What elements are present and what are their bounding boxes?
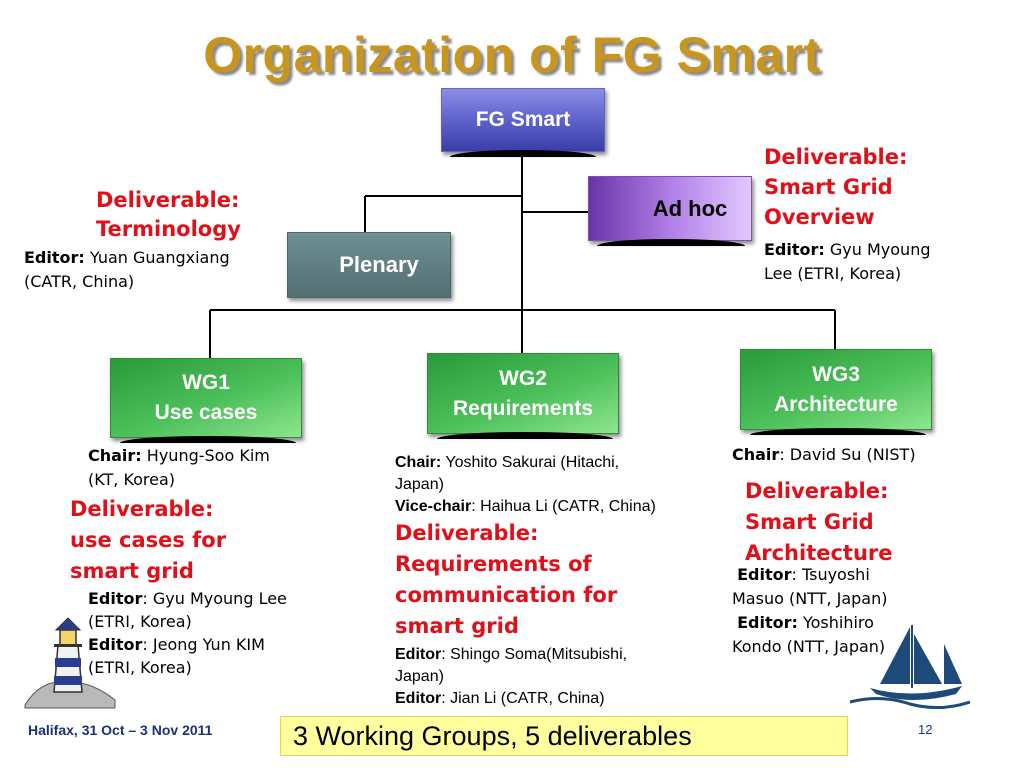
chair-name: Hyung-Soo Kim	[146, 446, 270, 465]
deliverable-heading: Deliverable:	[395, 521, 539, 545]
wg2-box: WG2 Requirements	[427, 353, 619, 434]
deliverable-heading: Deliverable:	[96, 188, 240, 212]
wg1-shelf	[120, 436, 296, 443]
deliverable-heading: Deliverable:	[764, 145, 908, 169]
wg3-deliverable: Deliverable: Smart Grid Architecture	[745, 476, 893, 569]
wg2-deliverable: Deliverable: Requirements of communicati…	[395, 518, 617, 642]
wg1-box: WG1 Use cases	[110, 358, 302, 438]
editor-name: : Shingo Soma(Mitsubishi,	[441, 646, 628, 663]
deliverable-heading: Deliverable:	[70, 497, 214, 521]
sailboat-icon	[850, 625, 970, 709]
deliverable-title-line1: use cases for	[70, 528, 227, 552]
chair-name: Yoshito Sakurai (Hitachi,	[445, 454, 620, 471]
terminology-deliverable: Deliverable: Terminology	[96, 186, 241, 244]
editor-name: : Gyu Myoung Lee	[142, 589, 287, 608]
editor-name: Yoshihiro	[797, 613, 874, 632]
wg1-sublabel: Use cases	[154, 401, 258, 424]
editor-label: Editor	[88, 589, 143, 608]
editor-label: Editor:	[764, 240, 825, 259]
plenary-box: Plenary	[287, 232, 451, 298]
wg2-sublabel: Requirements	[452, 396, 594, 420]
summary-banner: 3 Working Groups, 5 deliverables	[280, 716, 848, 756]
chair-org: Japan)	[395, 476, 444, 493]
wg2-editors: Editor: Shingo Soma(Mitsubishi, Japan) E…	[395, 644, 627, 710]
page-number: 12	[918, 722, 933, 737]
fg-smart-label: FG Smart	[475, 108, 571, 131]
deliverable-heading: Deliverable:	[745, 479, 889, 503]
wg3-editors: Editor: Tsuyoshi Masuo (NTT, Japan) Edit…	[732, 563, 887, 659]
editor-org: Lee (ETRI, Korea)	[764, 264, 902, 283]
plenary-label: Plenary	[339, 252, 419, 277]
editor-org: (ETRI, Korea)	[88, 612, 192, 631]
editor-label: Editor:	[24, 248, 85, 267]
editor-label: Editor	[737, 565, 792, 584]
wg3-shelf	[750, 428, 926, 435]
summary-text: 3 Working Groups, 5 deliverables	[293, 720, 692, 751]
ad-hoc-shelf	[597, 239, 745, 246]
editor-name: Gyu Myoung	[829, 240, 931, 259]
editor-name: : Jeong Yun KIM	[142, 635, 265, 654]
editor-label: Editor	[395, 690, 442, 707]
wg3-box: WG3 Architecture	[740, 349, 932, 430]
deliverable-title-line3: smart grid	[395, 614, 519, 638]
editor-label: Editor	[395, 646, 442, 663]
chair-label: Chair:	[395, 454, 442, 471]
editor-label: Editor	[88, 635, 143, 654]
editor-name: : Jian Li (CATR, China)	[441, 690, 605, 707]
editor-org: Masuo (NTT, Japan)	[732, 589, 888, 608]
fg-smart-shelf	[450, 150, 596, 157]
deliverable-title-line1: Smart Grid	[745, 510, 874, 534]
wg1-label: WG1	[182, 371, 230, 394]
editor-name: : Tsuyoshi	[791, 565, 870, 584]
deliverable-title-line1: Requirements of	[395, 552, 592, 576]
overview-editor: Editor: Gyu Myoung Lee (ETRI, Korea)	[764, 238, 930, 286]
deliverable-title-line2: smart grid	[70, 559, 194, 583]
lighthouse-icon	[24, 617, 116, 709]
editor-org: Japan)	[395, 668, 444, 685]
footer-meeting-info: Halifax, 31 Oct – 3 Nov 2011	[28, 722, 213, 738]
terminology-editor: Editor: Yuan Guangxiang (CATR, China)	[24, 246, 230, 294]
ad-hoc-box: Ad hoc	[588, 176, 752, 241]
wg3-sublabel: Architecture	[774, 392, 898, 416]
wg1-chair: Chair: Hyung-Soo Kim (KT, Korea)	[88, 444, 270, 492]
wg1-deliverable: Deliverable: use cases for smart grid	[70, 494, 226, 587]
wg2-shelf	[437, 432, 613, 439]
chair-name: : David Su (NIST)	[779, 445, 916, 464]
overview-deliverable: Deliverable: Smart Grid Overview	[764, 142, 907, 232]
wg2-chairs: Chair: Yoshito Sakurai (Hitachi, Japan) …	[395, 452, 656, 518]
deliverable-title-line2: Overview	[764, 205, 875, 229]
editor-name: Yuan Guangxiang	[89, 248, 230, 267]
editor-label: Editor:	[737, 613, 798, 632]
chair-label: Chair	[732, 445, 780, 464]
wg1-editors: Editor: Gyu Myoung Lee (ETRI, Korea) Edi…	[88, 587, 287, 679]
deliverable-title: Terminology	[96, 217, 241, 241]
wg3-chair: Chair: David Su (NIST)	[732, 443, 916, 467]
vice-chair-label: Vice-chair	[395, 498, 472, 515]
deliverable-title-line2: communication for	[395, 583, 618, 607]
editor-org: (CATR, China)	[24, 272, 135, 291]
editor-org: Kondo (NTT, Japan)	[732, 637, 886, 656]
editor-org: (ETRI, Korea)	[88, 658, 192, 677]
wg3-label: WG3	[812, 362, 860, 386]
deliverable-title-line1: Smart Grid	[764, 175, 893, 199]
vice-chair-name: : Haihua Li (CATR, China)	[471, 498, 656, 515]
wg2-label: WG2	[499, 366, 547, 390]
chair-label: Chair:	[88, 446, 142, 465]
fg-smart-box: FG Smart	[441, 88, 605, 152]
chair-org: (KT, Korea)	[88, 470, 176, 489]
page-title: Organization of FG Smart	[203, 27, 821, 83]
ad-hoc-label: Ad hoc	[652, 195, 728, 221]
deliverable-title-line2: Architecture	[745, 541, 893, 565]
